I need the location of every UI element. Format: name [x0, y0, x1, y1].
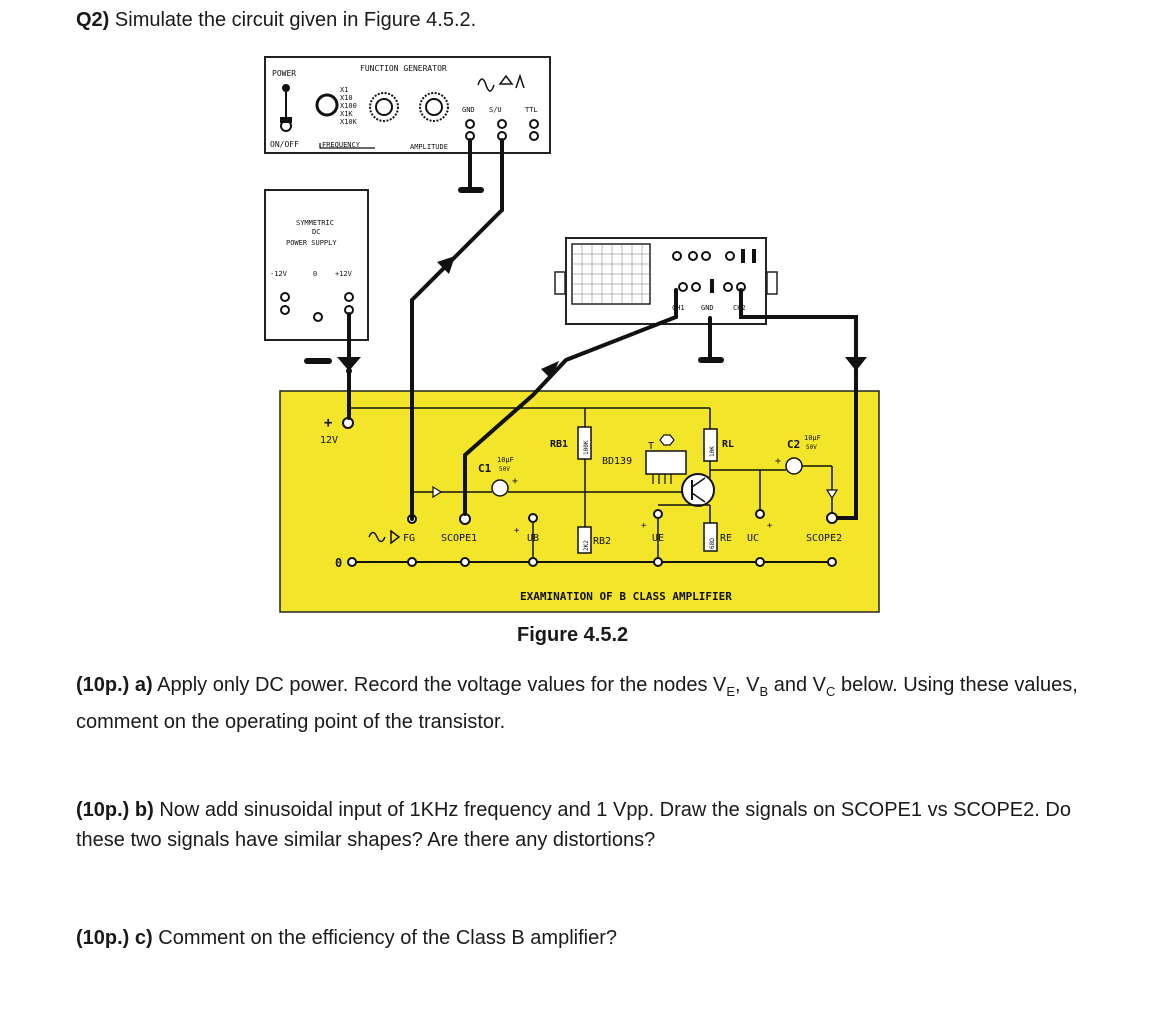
c2-capacitor-icon: [785, 457, 803, 475]
board-c1-volt: 50V: [499, 466, 510, 473]
c1-capacitor-icon: [491, 479, 509, 497]
part-b-letter: b): [134, 799, 154, 821]
board-rb1-val: 100K: [583, 440, 590, 455]
board-c2: C2: [787, 438, 800, 451]
fg-frequency-label: FREQUENCY: [322, 141, 361, 149]
range-x100: X100: [340, 102, 357, 110]
range-x10: X10: [340, 94, 353, 102]
triangle-wave-icon: [498, 74, 514, 85]
question-title: Q2) Simulate the circuit given in Figure…: [76, 9, 476, 32]
psu-neg: -12V: [270, 270, 288, 278]
scope-ch1: CH1: [672, 304, 685, 312]
part-a: (10p.) a) Apply only DC power. Record th…: [76, 674, 1078, 733]
fg-gnd-label: GND: [462, 106, 475, 114]
range-x10k: X10K: [340, 118, 358, 126]
fg-sine-icon: [368, 531, 386, 543]
part-c: (10p.) c) Comment on the efficiency of t…: [76, 923, 1106, 953]
fg-ttl-label: TTL: [525, 106, 538, 114]
part-a-letter: a): [134, 674, 153, 696]
psu-pos: +12V: [335, 270, 353, 278]
fg-title: FUNCTION GENERATOR: [360, 64, 447, 73]
board-supply-label: 12V: [320, 435, 338, 446]
wiring: [347, 138, 858, 521]
bd139-package-icon: [645, 450, 687, 475]
board-re-label: RE: [720, 533, 732, 544]
function-generator: FUNCTION GENERATOR POWER ON/OFF X1 X10 X…: [264, 56, 551, 154]
board-uc-label: UC: [747, 533, 759, 544]
fg-amplitude-label: AMPLITUDE: [410, 143, 448, 151]
amplifier-board: + 12V 0 FG SCOPE1 C1 10µF 50V + + UB: [279, 390, 880, 613]
part-b: (10p.) b) Now add sinusoidal input of 1K…: [76, 795, 1106, 855]
board-t-label: T: [648, 441, 654, 452]
board-c1: C1: [478, 462, 492, 475]
part-b-points: (10p.): [76, 799, 130, 821]
board-zero: 0: [335, 556, 342, 570]
part-b-text: Now add sinusoidal input of 1KHz frequen…: [76, 799, 1071, 851]
svg-text:+: +: [641, 521, 647, 531]
sine-wave-icon: [477, 78, 495, 92]
rb2-resistor: [577, 526, 592, 554]
circuit-figure: FUNCTION GENERATOR POWER ON/OFF X1 X10 X…: [264, 56, 880, 613]
range-knob: [315, 93, 339, 117]
board-rb2-val: 2K2: [583, 540, 590, 551]
svg-text:+: +: [767, 521, 773, 531]
part-c-letter: c): [134, 927, 153, 949]
svg-text:+: +: [512, 476, 518, 487]
psu-zero: 0: [313, 270, 317, 278]
board-fg-label: FG: [403, 533, 415, 544]
board-c1-val: 10µF: [497, 456, 514, 464]
part-a-text: Apply only DC power. Record the voltage …: [157, 674, 727, 696]
range-x1: X1: [340, 86, 348, 94]
board-rb1: RB1: [550, 439, 568, 450]
svg-text:+: +: [775, 456, 781, 467]
fg-power-label: POWER: [272, 69, 296, 78]
board-transistor: BD139: [602, 456, 632, 467]
figure-caption: Figure 4.5.2: [517, 624, 629, 646]
board-plus: +: [324, 415, 332, 431]
fg-onoff-label: ON/OFF: [270, 140, 299, 149]
range-x1k: X1K: [340, 110, 353, 118]
svg-text:+: +: [514, 526, 520, 536]
transistor-symbol-icon: [681, 473, 715, 507]
board-c2-volt: 50V: [806, 444, 817, 451]
board-scope1-label: SCOPE1: [441, 533, 477, 544]
fg-su-label: S/U: [489, 106, 502, 114]
scope-gnd: GND: [701, 304, 714, 312]
psu-line2: DC: [312, 228, 320, 236]
board-scope2-label: SCOPE2: [806, 533, 842, 544]
part-a-points: (10p.): [76, 674, 130, 696]
psu-line3: POWER SUPPLY: [286, 239, 337, 247]
board-re-val: 68Ω: [709, 538, 716, 549]
wire-arrow-icon: [437, 256, 455, 274]
board-title: EXAMINATION OF B CLASS AMPLIFIER: [520, 590, 732, 603]
oscilloscope: CH1 GND CH2: [554, 237, 778, 325]
power-supply: SYMMETRIC DC POWER SUPPLY -12V 0 +12V: [264, 189, 369, 341]
part-c-points: (10p.): [76, 927, 130, 949]
part-c-text: Comment on the efficiency of the Class B…: [158, 927, 617, 949]
board-rl: RL: [722, 439, 734, 450]
question-number: Q2): [76, 9, 110, 31]
psu-line1: SYMMETRIC: [296, 219, 334, 227]
board-rl-val: 10K: [709, 446, 716, 457]
board-c2-val: 10µF: [804, 434, 821, 442]
question-text: Simulate the circuit given in Figure 4.5…: [114, 9, 477, 31]
board-rb2: RB2: [593, 536, 611, 547]
